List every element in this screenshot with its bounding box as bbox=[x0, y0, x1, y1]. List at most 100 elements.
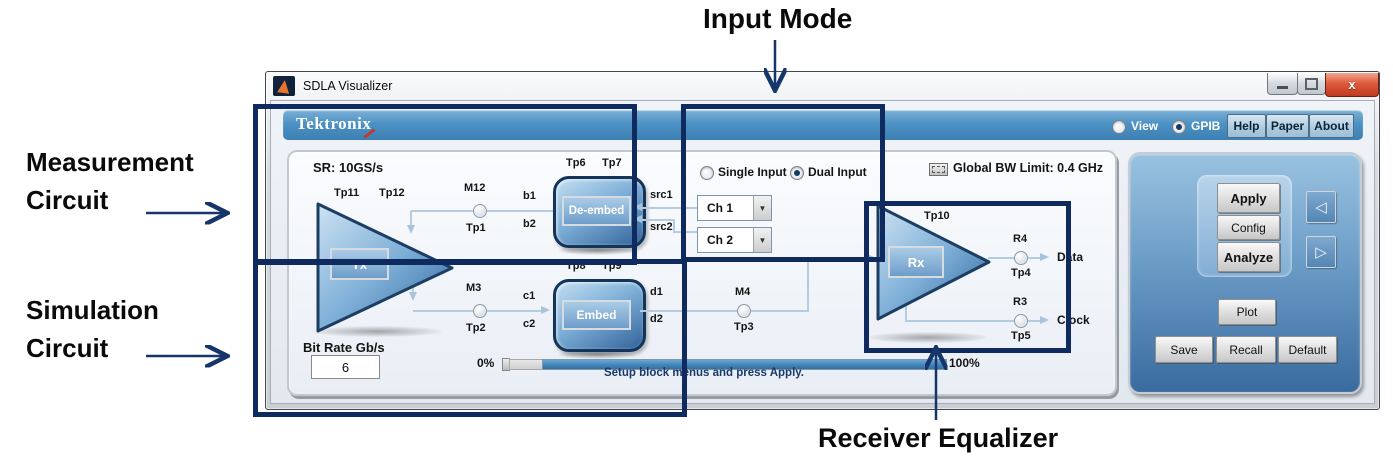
deembed-block-button[interactable]: De-embed bbox=[562, 196, 631, 226]
src2-arrow bbox=[633, 215, 642, 223]
tp12-label: Tp12 bbox=[379, 187, 405, 199]
tektronix-logo: Tektronix bbox=[296, 114, 372, 133]
tp1-label: Tp1 bbox=[466, 222, 486, 234]
src2-wire-b bbox=[673, 219, 675, 232]
measurement-annotation-line2: Circuit bbox=[26, 185, 109, 215]
status-message: Setup block menus and press Apply. bbox=[603, 367, 804, 379]
title-bar[interactable]: SDLA Visualizer bbox=[266, 72, 1379, 100]
rx-riser-wire bbox=[807, 258, 809, 312]
minimize-icon bbox=[1277, 86, 1288, 89]
embed-block-button[interactable]: Embed bbox=[562, 300, 631, 330]
next-button[interactable]: ▷ bbox=[1306, 236, 1336, 268]
ch1-dropdown[interactable]: Ch 1 ▼ bbox=[697, 195, 772, 221]
src1-label: src1 bbox=[650, 189, 673, 201]
ch2-dropdown[interactable]: Ch 2 ▼ bbox=[697, 227, 772, 253]
b2-label: b2 bbox=[523, 218, 536, 230]
bit-rate-label: Bit Rate Gb/s bbox=[303, 340, 385, 355]
r4-label: R4 bbox=[1013, 233, 1028, 245]
measurement-annotation-line1: Measurement bbox=[26, 147, 194, 177]
save-button[interactable]: Save bbox=[1155, 336, 1213, 363]
meas-branch-wire bbox=[410, 211, 412, 226]
config-button[interactable]: Config bbox=[1217, 215, 1280, 240]
matlab-logo-triangle bbox=[277, 79, 291, 94]
tp4-label: Tp4 bbox=[1011, 267, 1031, 279]
matlab-app-icon bbox=[273, 76, 295, 96]
progress-start-label: 0% bbox=[477, 356, 495, 370]
tp2-label: Tp2 bbox=[466, 322, 486, 334]
clock-wire-v bbox=[905, 300, 907, 321]
bit-rate-input[interactable] bbox=[311, 355, 380, 379]
tp5-node[interactable] bbox=[1014, 314, 1028, 328]
analyze-button[interactable]: Analyze bbox=[1217, 242, 1280, 272]
dual-input-label: Dual Input bbox=[808, 165, 867, 179]
tp11-label: Tp11 bbox=[334, 187, 360, 199]
clock-out-label: Clock bbox=[1057, 313, 1090, 327]
embed-out-wire bbox=[640, 310, 809, 312]
chevron-down-icon[interactable]: ▼ bbox=[753, 196, 771, 220]
d1-label: d1 bbox=[650, 286, 663, 298]
deembed-shadow bbox=[558, 246, 636, 255]
prev-button[interactable]: ◁ bbox=[1306, 191, 1336, 223]
gpib-radio[interactable] bbox=[1172, 120, 1186, 134]
simulation-annotation-line2: Circuit bbox=[26, 333, 109, 363]
simulation-annotation-line1: Simulation bbox=[26, 295, 159, 325]
tp5-label: Tp5 bbox=[1011, 330, 1031, 342]
sim-wire-arrow bbox=[541, 306, 550, 314]
help-button[interactable]: Help bbox=[1227, 114, 1266, 138]
m12-label: M12 bbox=[464, 182, 486, 194]
rx-shadow bbox=[868, 332, 988, 343]
c2-label: c2 bbox=[523, 318, 536, 330]
global-bw-label: Global BW Limit: 0.4 GHz bbox=[953, 161, 1104, 175]
b1-label: b1 bbox=[523, 190, 536, 202]
c1-label: c1 bbox=[523, 290, 536, 302]
default-button[interactable]: Default bbox=[1278, 336, 1337, 363]
close-button[interactable]: x bbox=[1325, 73, 1379, 97]
gpib-radio-label: GPIB bbox=[1191, 119, 1221, 133]
tp7-label: Tp7 bbox=[602, 157, 622, 169]
clock-wire-h bbox=[905, 320, 1040, 322]
close-icon: x bbox=[1348, 77, 1356, 92]
tp2-node[interactable] bbox=[473, 304, 487, 318]
view-radio-label: View bbox=[1131, 119, 1159, 133]
dual-input-radio[interactable] bbox=[790, 166, 804, 180]
about-button[interactable]: About bbox=[1309, 114, 1354, 138]
paper-button[interactable]: Paper bbox=[1266, 114, 1309, 138]
simulation-circuit-box bbox=[253, 259, 687, 417]
input-mode-annotation: Input Mode bbox=[703, 3, 853, 34]
plot-button[interactable]: Plot bbox=[1218, 299, 1276, 325]
input-mode-box bbox=[681, 104, 885, 262]
chevron-down-icon[interactable]: ▼ bbox=[753, 228, 771, 252]
src2-label: src2 bbox=[650, 221, 673, 233]
triangle-left-icon: ◁ bbox=[1315, 199, 1327, 216]
tp6-label: Tp6 bbox=[566, 157, 586, 169]
src1-arrow bbox=[633, 203, 642, 211]
meas-branch-arrow bbox=[407, 225, 415, 234]
view-radio[interactable] bbox=[1112, 120, 1126, 134]
receiver-equalizer-box bbox=[864, 201, 1071, 353]
ch2-dropdown-value: Ch 2 bbox=[707, 233, 734, 247]
src2-wire-a bbox=[640, 219, 675, 221]
maximize-button[interactable] bbox=[1297, 73, 1326, 95]
embed-shadow bbox=[558, 350, 636, 359]
apply-button[interactable]: Apply bbox=[1217, 183, 1280, 213]
src1-wire bbox=[640, 207, 697, 209]
ch1-dropdown-value: Ch 1 bbox=[707, 201, 734, 215]
tx-shadow bbox=[312, 326, 442, 337]
bw-limit-icon bbox=[929, 163, 948, 176]
tp3-node[interactable] bbox=[737, 304, 751, 318]
tp4-node[interactable] bbox=[1014, 251, 1028, 265]
single-input-radio[interactable] bbox=[700, 166, 714, 180]
rx-block-button[interactable]: Rx bbox=[888, 246, 944, 278]
tp10-label: Tp10 bbox=[924, 210, 950, 222]
triangle-right-icon: ▷ bbox=[1315, 244, 1327, 261]
tp1-node[interactable] bbox=[473, 204, 487, 218]
minimize-button[interactable] bbox=[1267, 73, 1298, 95]
d2-label: d2 bbox=[650, 313, 663, 325]
recall-button[interactable]: Recall bbox=[1216, 336, 1276, 363]
m3-label: M3 bbox=[466, 282, 482, 294]
progress-end-label: 100% bbox=[949, 356, 980, 370]
tp3-label: Tp3 bbox=[734, 321, 754, 333]
sim-branch-arrow bbox=[409, 292, 417, 301]
clock-arrow bbox=[1040, 316, 1049, 324]
